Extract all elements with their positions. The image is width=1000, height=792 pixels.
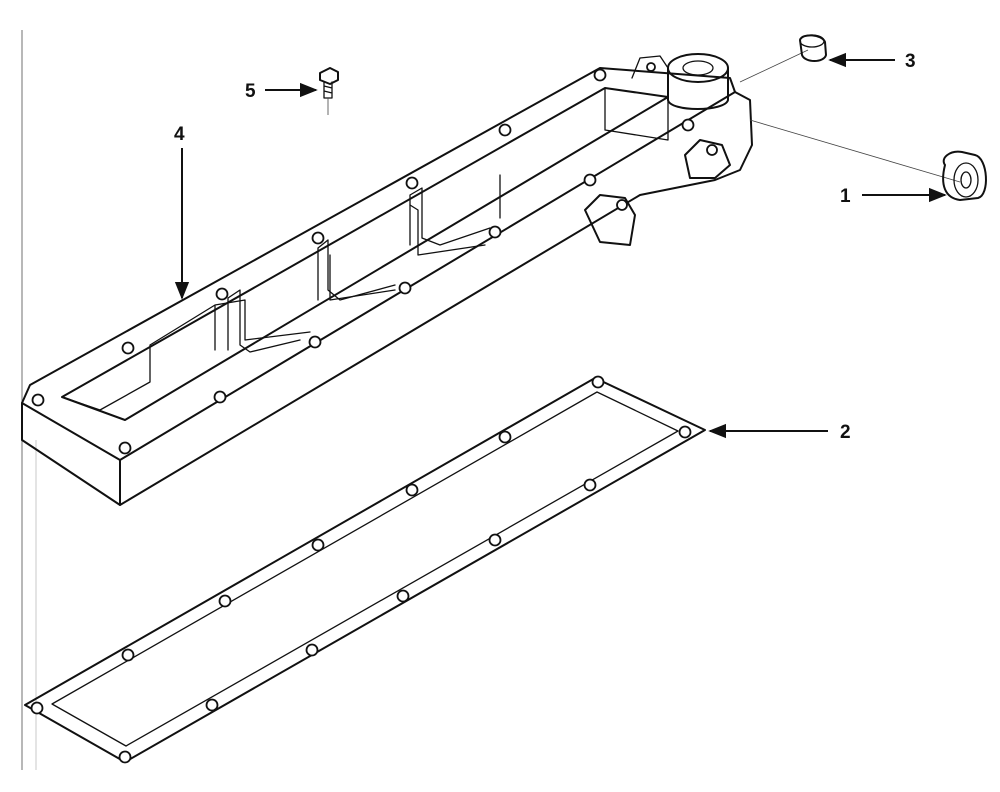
cover-partition-2 <box>317 239 396 301</box>
gasket-part <box>24 375 706 764</box>
cover-side-face <box>119 91 753 506</box>
cover-partition-1 <box>227 289 301 353</box>
plug-face <box>953 162 979 198</box>
plug-center-line <box>749 119 961 183</box>
cap-part <box>739 34 827 83</box>
callout-label-2: 2 <box>840 422 851 443</box>
cover-flange-outline <box>21 67 736 461</box>
side-cover-part <box>21 53 753 506</box>
cover-ear-hole-2 <box>616 199 628 211</box>
callout-label-3: 3 <box>905 51 916 72</box>
cover-boss-bore <box>682 60 714 76</box>
plug-bore <box>960 171 972 189</box>
cover-front-face <box>21 402 121 506</box>
cover-recess-floor <box>61 87 669 411</box>
cover-ear-2 <box>584 194 636 246</box>
cover-bolt-holes <box>31 68 695 455</box>
callout-label-1: 1 <box>840 186 851 207</box>
cap-center-line <box>739 49 809 83</box>
plug-body <box>942 150 987 201</box>
cover-inner-window <box>61 87 669 421</box>
cover-ear-1 <box>684 139 731 179</box>
plug-part <box>749 119 987 201</box>
callout-label-4: 4 <box>174 124 185 145</box>
cover-small-lug <box>631 55 669 79</box>
cap-body <box>799 34 827 62</box>
cover-boss-top <box>667 53 729 83</box>
cap-top <box>799 34 825 48</box>
gasket-outer <box>24 377 706 763</box>
screw-head <box>319 67 339 85</box>
gasket-inner <box>51 391 679 747</box>
cover-ear-hole-1 <box>706 144 718 156</box>
screw-part <box>319 67 339 115</box>
cover-lug-hole <box>646 62 656 72</box>
cover-boss <box>667 67 729 110</box>
gasket-bolt-holes <box>30 375 692 764</box>
callout-label-5: 5 <box>245 81 256 102</box>
cover-partition-3 <box>409 187 491 246</box>
